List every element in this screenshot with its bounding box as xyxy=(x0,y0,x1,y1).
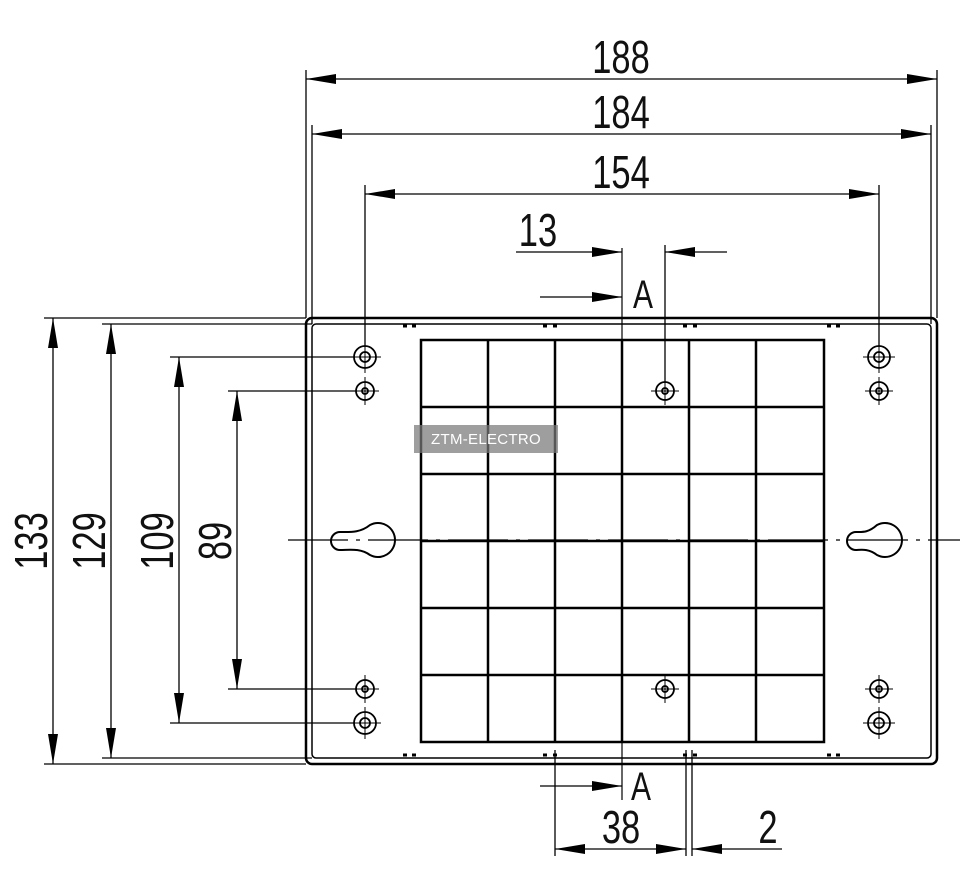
dim-184-label: 184 xyxy=(592,86,650,138)
dim-13-label: 13 xyxy=(519,204,557,256)
dim-89-label: 89 xyxy=(189,522,241,560)
dimension-lines-bottom xyxy=(554,750,782,856)
dim-188-label: 188 xyxy=(592,31,650,83)
keyhole-slots xyxy=(330,522,903,558)
dim-2-label: 2 xyxy=(758,801,777,853)
dimension-lines-left xyxy=(44,317,356,765)
section-mark-bottom: A xyxy=(631,765,651,809)
dim-129-label: 129 xyxy=(63,512,115,570)
keyhole-left xyxy=(330,522,396,558)
edge-notches xyxy=(403,324,840,757)
section-mark-top: A xyxy=(633,273,653,317)
watermark-label: ZTM-ELECTRO xyxy=(414,425,558,453)
dim-154-label: 154 xyxy=(592,146,650,198)
keyhole-right xyxy=(846,522,903,558)
mounting-grid xyxy=(419,338,826,744)
dimension-labels: 188 184 154 13 133 129 109 89 38 2 xyxy=(5,31,777,853)
dim-109-label: 109 xyxy=(131,512,183,570)
section-labels: A A xyxy=(631,273,653,809)
dim-38-label: 38 xyxy=(602,801,640,853)
dimension-lines-top xyxy=(305,70,938,382)
dim-133-label: 133 xyxy=(5,512,57,570)
section-arrows xyxy=(540,292,622,791)
center-lines xyxy=(288,248,960,800)
mounting-holes xyxy=(349,341,895,739)
